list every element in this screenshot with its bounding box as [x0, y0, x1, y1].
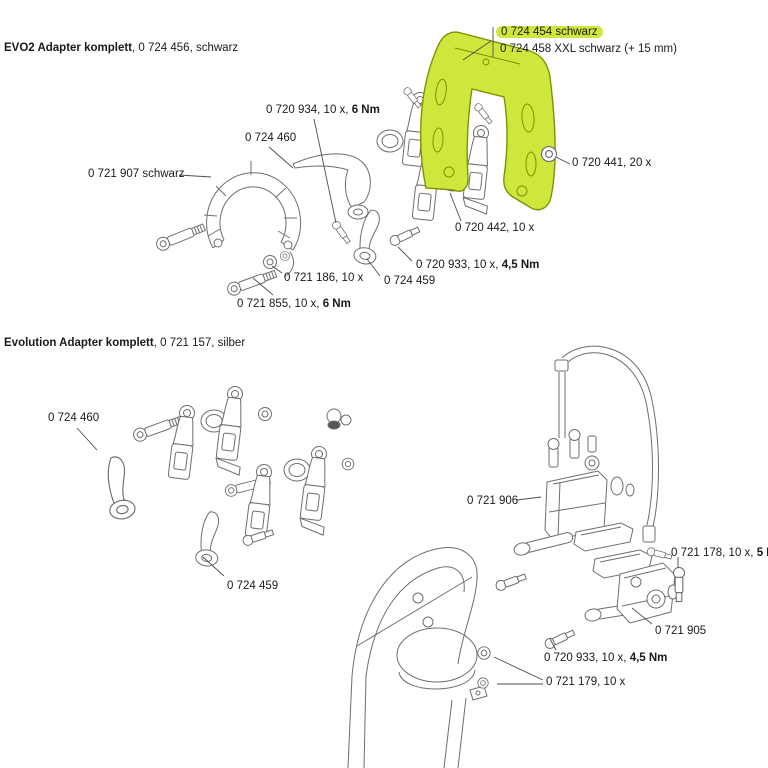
section-title-evolution: Evolution Adapter komplett, 0 721 157, s… — [4, 336, 245, 350]
horseshoe-adapter-drawing — [203, 161, 302, 278]
section-title-rest: , 0 721 157, silber — [153, 337, 246, 349]
part-number: 0 721 178, 10 x, — [671, 547, 757, 559]
part-number: 0 720 933, 10 x, — [544, 652, 630, 664]
part-label-0724454-highlighted: 0 724 454 schwarz — [496, 25, 603, 39]
nut-drawing — [477, 677, 489, 689]
fork-crown-drawing — [347, 547, 488, 768]
part-label-0720442: 0 720 442, 10 x — [455, 221, 534, 235]
pivot-parts-drawing — [326, 408, 352, 430]
caliper-lower-drawing — [583, 562, 679, 624]
part-label-0724460: 0 724 460 — [245, 131, 296, 145]
part-label-0724459-evolution: 0 724 459 — [227, 579, 278, 593]
nut-drawing — [341, 457, 355, 471]
screw-drawing — [542, 627, 577, 651]
part-label-0721178: 0 721 178, 10 x, 5 Nm — [671, 547, 768, 559]
part-number: 0 720 442, 10 x — [455, 222, 535, 234]
clamp-arm-drawing — [298, 445, 333, 535]
part-number: 0 720 934, 10 x, — [266, 104, 352, 116]
washer-drawing — [263, 255, 277, 269]
part-number: 0 720 441, 20 x — [572, 157, 652, 169]
quick-release-lever-drawing — [100, 454, 138, 522]
clamp-arm-drawing — [244, 462, 276, 540]
part-label-0721855: 0 721 855, 10 x, 6 Nm — [237, 298, 351, 310]
clamp-ring-drawing — [283, 458, 311, 482]
evo2-adapter-bracket-highlighted — [419, 31, 556, 211]
part-number: 0 721 907 schwarz — [88, 168, 185, 180]
part-label-0721905: 0 721 905 — [655, 624, 706, 638]
nut-drawing — [258, 407, 272, 421]
part-label-0720441: 0 720 441, 20 x — [572, 156, 651, 170]
screw-drawing — [387, 224, 422, 248]
part-label-0720934: 0 720 934, 10 x, 6 Nm — [266, 104, 380, 116]
part-label-0720933-bottom: 0 720 933, 10 x, 4,5 Nm — [544, 652, 668, 664]
part-number: 0 721 905 — [655, 625, 707, 637]
part-label-0721186: 0 721 186, 10 x — [284, 271, 363, 285]
part-number: 0 721 186, 10 x — [284, 272, 364, 284]
part-label-0724458: 0 724 458 XXL schwarz (+ 15 mm) — [500, 42, 677, 56]
section-title-bold: EVO2 Adapter komplett — [4, 42, 133, 54]
part-number: 0 724 460 — [48, 412, 100, 424]
nut-drawing — [540, 145, 558, 163]
nut-drawing — [477, 646, 491, 660]
section-title-bold: Evolution Adapter komplett — [4, 337, 154, 349]
part-number: 0 721 179, 10 x — [546, 676, 626, 688]
lever-drawing — [194, 510, 224, 568]
part-label-0724459: 0 724 459 — [384, 274, 435, 288]
part-number: 0 724 458 XXL schwarz (+ 15 mm) — [500, 43, 677, 55]
clamp-ring-drawing — [376, 129, 404, 153]
part-label-0721906: 0 721 906 — [467, 494, 518, 508]
part-label-0720933-top: 0 720 933, 10 x, 4,5 Nm — [416, 259, 540, 271]
bolt-drawing — [154, 220, 207, 253]
leader-lines — [76, 27, 679, 685]
part-number: 0 720 933, 10 x, — [416, 259, 502, 271]
section-title-rest: , 0 724 456, schwarz — [132, 42, 239, 54]
part-number: 0 724 459 — [384, 275, 436, 287]
bolt-drawing — [494, 571, 528, 593]
screw-drawing — [330, 219, 353, 246]
screw-drawing — [472, 101, 494, 126]
part-number: 0 724 454 schwarz — [501, 26, 598, 38]
part-number: 0 721 906 — [467, 495, 519, 507]
quick-release-lever-drawing — [292, 153, 371, 220]
part-number: 0 721 855, 10 x, — [237, 298, 323, 310]
washer-drawing — [280, 251, 290, 261]
section-title-evo2: EVO2 Adapter komplett, 0 724 456, schwar… — [4, 41, 238, 55]
clamp-arm-drawing — [214, 385, 249, 475]
part-label-0721179: 0 721 179, 10 x — [546, 675, 625, 689]
brake-hose-drawing — [554, 345, 659, 543]
caliper-upper-drawing — [512, 429, 635, 558]
part-label-0721907: 0 721 907 schwarz — [88, 167, 185, 181]
part-label-0724460-evolution: 0 724 460 — [48, 411, 99, 425]
part-number: 0 724 459 — [227, 580, 279, 592]
clamp-arm-drawing — [167, 403, 199, 481]
part-number: 0 724 460 — [245, 132, 297, 144]
